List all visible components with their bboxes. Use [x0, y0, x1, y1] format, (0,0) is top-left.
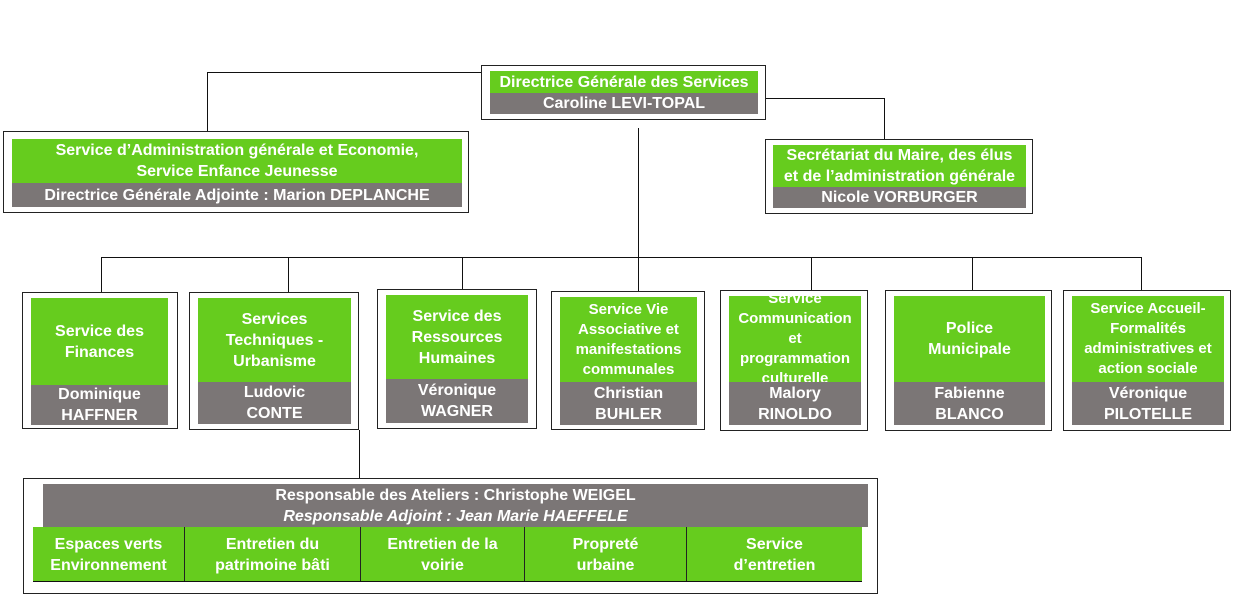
ateliers-unit-voirie: Entretien de la voirie	[361, 527, 525, 582]
ateliers-adjoint: Responsable Adjoint : Jean Marie HAEFFEL…	[43, 505, 868, 527]
dgs-title: Directrice Générale des Services	[490, 71, 758, 93]
service-name-communication: Malory RINOLDO	[729, 382, 861, 425]
ateliers-unit-espaces-verts: Espaces verts Environnement	[33, 527, 185, 582]
connector-ateliers	[359, 430, 360, 478]
service-title-police: Police Municipale	[894, 296, 1045, 382]
service-name-rh: Véronique WAGNER	[386, 379, 528, 423]
connector-top-left	[207, 72, 481, 73]
ateliers-units-baseline	[33, 581, 862, 582]
connector-services-bar	[101, 257, 1142, 258]
service-title-finances: Service des Finances	[31, 298, 168, 385]
service-name-techniques: Ludovic CONTE	[198, 382, 351, 424]
secretariat-title: Secrétariat du Maire, des élus et de l’a…	[773, 145, 1026, 187]
service-title-communication: Service Communication et programmation c…	[729, 290, 861, 387]
ateliers-unit-proprete: Propreté urbaine	[525, 527, 687, 582]
admin-service-name: Directrice Générale Adjointe : Marion DE…	[12, 183, 462, 207]
ateliers-unit-entretien: Service d’entretien	[687, 527, 862, 582]
connector-main-trunk	[638, 128, 639, 292]
connector-right-drop	[884, 98, 885, 140]
connector-service-3	[462, 257, 463, 289]
dgs-name: Caroline LEVI-TOPAL	[490, 93, 758, 114]
connector-service-7	[1141, 257, 1142, 290]
connector-left-drop	[207, 72, 208, 132]
connector-service-5	[811, 257, 812, 290]
service-title-vie-associative: Service Vie Associative et manifestation…	[560, 297, 697, 382]
service-name-accueil: Véronique PILOTELLE	[1072, 382, 1224, 425]
service-title-rh: Service des Ressources Humaines	[386, 295, 528, 379]
connector-top-right	[765, 98, 885, 99]
connector-service-2	[288, 257, 289, 292]
service-title-accueil: Service Accueil- Formalités administrati…	[1072, 296, 1224, 382]
secretariat-name: Nicole VORBURGER	[773, 187, 1026, 208]
connector-service-1	[101, 257, 102, 292]
admin-service-title: Service d’Administration générale et Eco…	[12, 139, 462, 183]
ateliers-responsable: Responsable des Ateliers : Christophe WE…	[43, 484, 868, 505]
service-name-police: Fabienne BLANCO	[894, 382, 1045, 425]
service-title-techniques: Services Techniques - Urbanisme	[198, 298, 351, 382]
ateliers-unit-patrimoine: Entretien du patrimoine bâti	[185, 527, 361, 582]
service-name-vie-associative: Christian BUHLER	[560, 382, 697, 425]
connector-service-6	[972, 257, 973, 290]
service-name-finances: Dominique HAFFNER	[31, 385, 168, 425]
